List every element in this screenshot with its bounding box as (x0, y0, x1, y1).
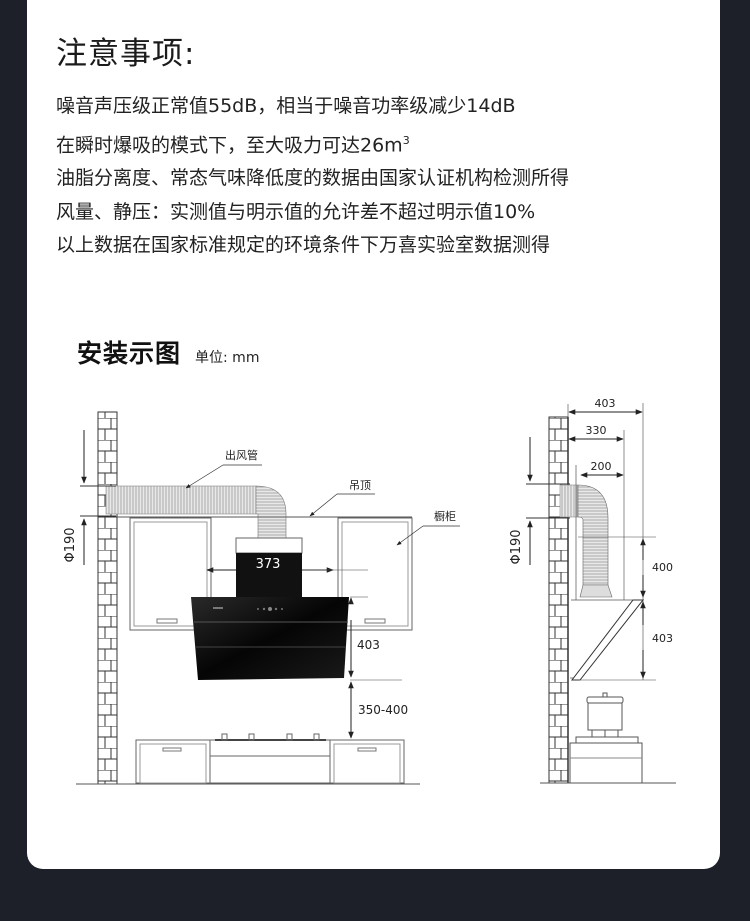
duct-diameter-label: Φ190 (63, 527, 78, 562)
install-title: 安装示图 (77, 339, 182, 368)
notice-list: 噪音声压级正常值55dB，相当于噪音功率级减少14dB 在瞬时爆吸的模式下，至大… (56, 90, 569, 263)
width-dimension: 373 (256, 557, 281, 572)
side-view: Φ190 403 330 200 400 403 (509, 397, 676, 784)
side-depth-duct: 200 (591, 460, 612, 473)
duct-elbow (255, 485, 287, 546)
notice-item: 风量、静压：实测值与明示值的允许差不超过明示值10% (56, 200, 536, 223)
brick-wall-side (548, 416, 569, 784)
unit-label: 单位: mm (195, 350, 260, 366)
front-view: Φ190 373 403 350-400 (63, 411, 460, 785)
duct-side (577, 484, 609, 586)
hood-chimney (236, 553, 302, 598)
hood-height-dimension: 403 (357, 638, 380, 652)
side-hood-height: 403 (652, 632, 673, 645)
cabinet-label: 橱柜 (434, 509, 456, 523)
range-hood (191, 597, 349, 680)
notice-item: 噪音声压级正常值55dB，相当于噪音功率级减少14dB (56, 95, 516, 117)
brick-wall (97, 411, 118, 785)
side-depth-mid: 330 (586, 424, 607, 437)
side-duct-diameter-label: Φ190 (509, 529, 524, 564)
ceiling-label: 吊顶 (349, 479, 371, 492)
superscript: 3 (402, 133, 410, 147)
duct-label: 出风管 (225, 448, 258, 462)
side-duct-height: 400 (652, 561, 673, 574)
duct-horizontal (105, 485, 257, 515)
mount-height-dimension: 350-400 (358, 703, 408, 717)
notice-title: 注意事项: (56, 36, 196, 72)
notice-item: 油脂分离度、常态气味降低度的数据由国家认证机构检测所得 (56, 167, 570, 190)
install-header: 安装示图 单位: mm (77, 334, 259, 370)
notice-item: 在瞬时爆吸的模式下，至大吸力可达26m3 (56, 133, 410, 156)
notice-item: 以上数据在国家标准规定的环境条件下万喜实验室数据测得 (56, 234, 551, 257)
side-depth-total: 403 (595, 397, 616, 410)
